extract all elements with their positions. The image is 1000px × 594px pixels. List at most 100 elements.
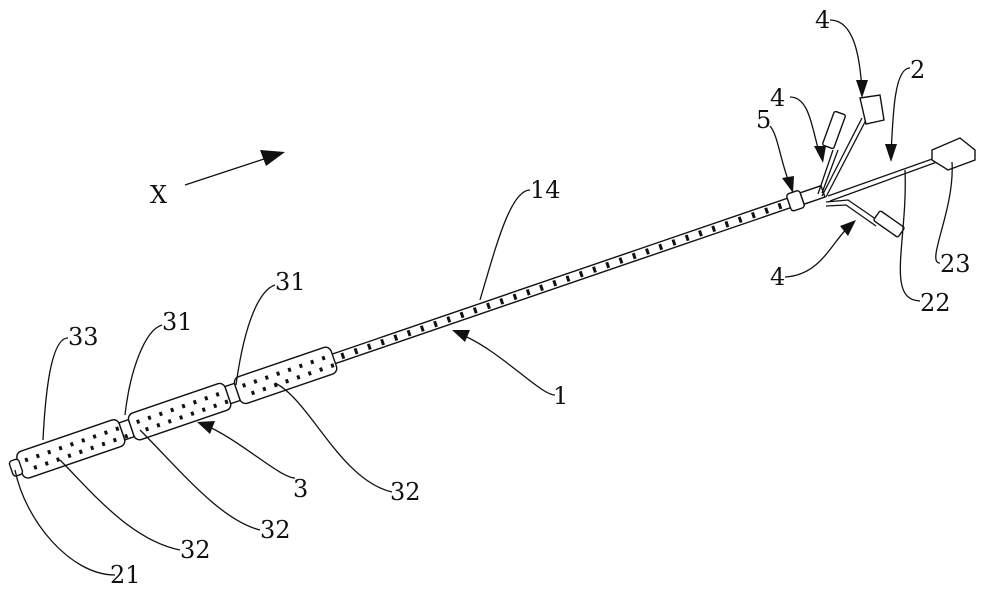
- tube-mark: [393, 334, 399, 341]
- branch-lower-connector: [873, 210, 905, 238]
- tube-mark: [737, 216, 743, 224]
- tube-mark: [764, 207, 770, 214]
- tube-mark: [565, 275, 571, 282]
- segment-mark: [47, 449, 52, 455]
- tube-mark: [406, 329, 412, 337]
- tube-marks: [340, 202, 783, 360]
- segment-mark: [250, 390, 256, 396]
- segment-mark: [224, 399, 229, 405]
- plug-23: [931, 137, 976, 171]
- label-1: 1: [553, 382, 568, 410]
- label-21: 21: [110, 561, 141, 589]
- tube-mark: [539, 284, 544, 292]
- segment-mark: [156, 422, 161, 428]
- segment-mark: [170, 407, 175, 413]
- tube-mark: [433, 320, 438, 328]
- segment-mark: [204, 395, 209, 401]
- segment-mark: [56, 457, 61, 462]
- segment-mark: [181, 403, 186, 409]
- segment-mark: [276, 371, 281, 377]
- tube-mark: [525, 288, 531, 296]
- segment-mark: [307, 371, 312, 376]
- tube-mark: [552, 279, 558, 287]
- label-32-right: 32: [390, 478, 421, 506]
- segment-mark: [78, 449, 83, 455]
- segment-mark: [158, 411, 163, 417]
- segment-mark: [287, 367, 292, 373]
- tip: [8, 458, 24, 477]
- tube-mark: [592, 266, 597, 273]
- tube-mark: [724, 220, 730, 228]
- segment-mark: [179, 415, 184, 420]
- segment-mark: [92, 434, 97, 439]
- segment-mark: [136, 419, 141, 424]
- segment-mark: [44, 461, 49, 466]
- segment-mark: [81, 438, 86, 443]
- segment-mark: [147, 415, 152, 421]
- tube-mark: [353, 347, 359, 355]
- branch-top: [821, 117, 867, 198]
- segment-mark: [167, 418, 172, 424]
- tube-mark: [631, 252, 637, 260]
- label-3: 3: [293, 475, 308, 503]
- tube-mark: [658, 243, 664, 251]
- tube-mark: [340, 352, 346, 360]
- tube-mark: [499, 298, 505, 305]
- segment-mark: [190, 411, 195, 416]
- direction-label: X: [150, 181, 167, 209]
- label-4-lower: 4: [770, 263, 785, 291]
- label-5: 5: [756, 106, 771, 134]
- segment-marks: [24, 355, 335, 470]
- tube-mark: [486, 302, 491, 310]
- label-32-left: 32: [180, 536, 211, 564]
- tube-mark: [777, 202, 783, 210]
- segment-mark: [310, 359, 315, 365]
- segment-mark: [67, 453, 72, 459]
- segment-mark: [115, 426, 120, 432]
- segment-mark: [58, 445, 63, 451]
- tube-mark: [446, 316, 452, 323]
- branch-upper: [817, 149, 839, 195]
- segment-mark: [253, 379, 258, 384]
- cable-22: [827, 157, 938, 202]
- tube-mark: [419, 325, 425, 332]
- tube-mark: [684, 234, 690, 242]
- segment-mark: [124, 433, 129, 439]
- segment-mark: [330, 363, 335, 369]
- tube-mark: [698, 229, 703, 237]
- segment-mark: [319, 367, 324, 372]
- label-22: 22: [920, 289, 951, 317]
- segment-right: [233, 346, 338, 405]
- tube-mark: [380, 338, 385, 346]
- segment-mark: [192, 399, 197, 405]
- tube-mark: [512, 293, 518, 301]
- label-4-top: 4: [815, 6, 830, 34]
- segment-mark: [284, 378, 290, 384]
- segment-mark: [33, 464, 38, 470]
- tube-mark: [459, 311, 465, 319]
- label-31-right: 31: [275, 268, 306, 296]
- label-32-middle: 32: [260, 516, 291, 544]
- tube-mark: [578, 270, 584, 278]
- hub-sleeve: [799, 184, 826, 206]
- segment-mark: [144, 426, 150, 432]
- segment-mark: [264, 375, 269, 380]
- branch-top-connector: [859, 94, 885, 125]
- label-23: 23: [940, 250, 971, 278]
- tube-mark: [605, 261, 611, 269]
- leader-lines: [14, 19, 953, 576]
- tube-mark: [645, 248, 650, 255]
- branch-lower: [825, 199, 881, 227]
- segment-mark: [103, 430, 109, 436]
- segment-mark: [321, 355, 326, 361]
- label-14: 14: [530, 176, 561, 204]
- tube-mark: [618, 257, 624, 264]
- label-4-upper: 4: [770, 84, 785, 112]
- tube-mark: [366, 343, 372, 351]
- segment-mark: [35, 453, 40, 459]
- branches: [817, 94, 976, 238]
- segment-mark: [90, 445, 95, 451]
- tube-mark: [711, 225, 717, 233]
- segment-mark: [298, 363, 303, 369]
